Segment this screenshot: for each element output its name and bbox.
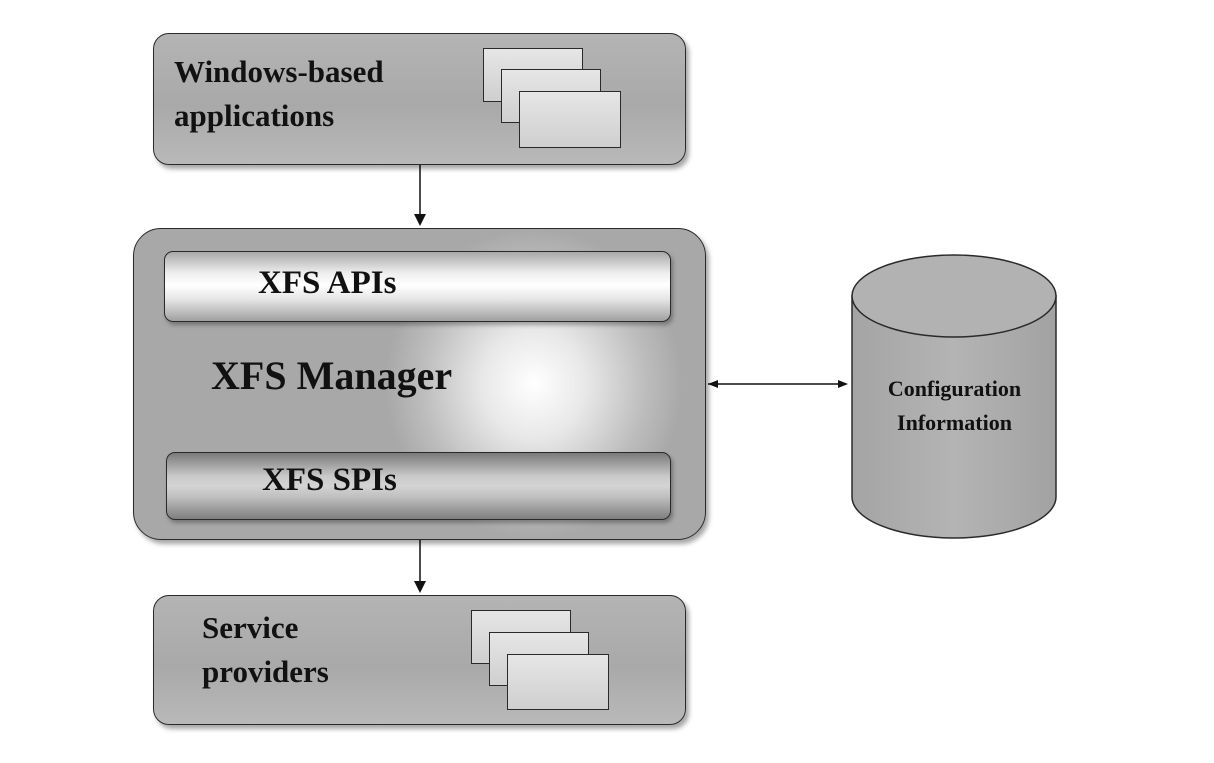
applications-label: Windows-based applications <box>174 50 384 138</box>
configuration-information-label: Configuration Information <box>852 372 1057 440</box>
service-providers-label-line1: Service <box>202 610 299 645</box>
applications-label-line2: applications <box>174 98 335 133</box>
applications-box: Windows-based applications <box>153 33 686 165</box>
database-cylinder-icon <box>851 254 1057 539</box>
service-providers-label: Service providers <box>202 606 329 694</box>
configuration-label-line2: Information <box>897 410 1012 435</box>
applications-label-line1: Windows-based <box>174 54 384 89</box>
service-providers-box: Service providers <box>153 595 686 725</box>
xfs-apis-bar: XFS APIs <box>164 251 671 322</box>
xfs-manager-box: XFS APIs XFS Manager XFS SPIs <box>133 228 706 540</box>
arrow-manager-config-bidirectional <box>708 380 848 388</box>
window-card-front <box>519 91 621 148</box>
xfs-manager-title: XFS Manager <box>211 353 453 398</box>
xfs-spis-label: XFS SPIs <box>262 462 397 498</box>
configuration-label-line1: Configuration <box>887 376 1022 401</box>
service-providers-label-line2: providers <box>202 654 329 689</box>
xfs-apis-label: XFS APIs <box>258 265 397 301</box>
xfs-spis-bar: XFS SPIs <box>166 452 671 520</box>
window-card-front <box>507 654 609 710</box>
